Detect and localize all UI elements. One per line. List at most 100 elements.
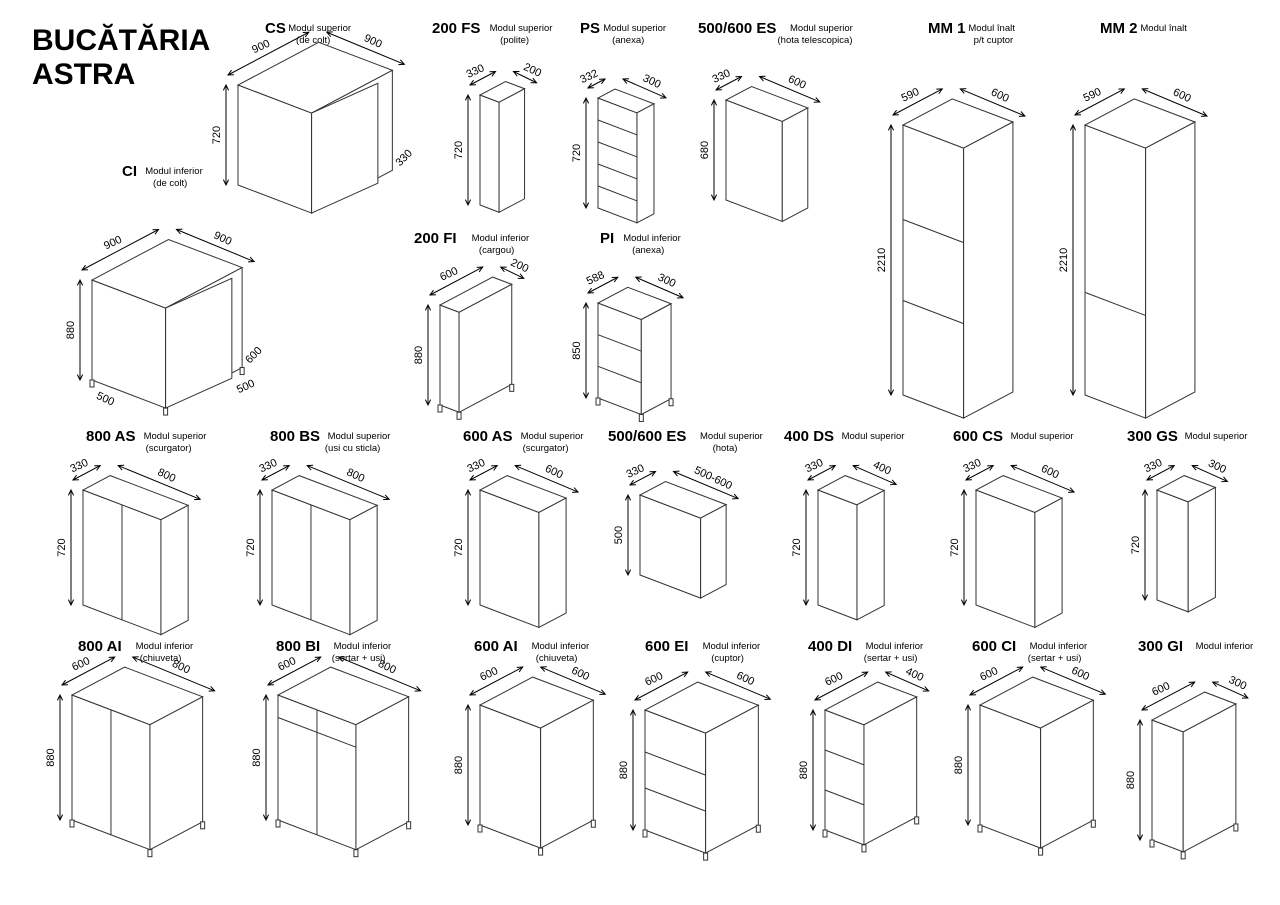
module-code: 600 EI bbox=[645, 638, 688, 655]
cabinet-leg bbox=[595, 397, 601, 406]
cabinet-leg bbox=[477, 824, 483, 833]
cabinet-side bbox=[1040, 699, 1094, 849]
module-variant: (hota telescopica) bbox=[778, 35, 853, 46]
module-code: MM 2 bbox=[1100, 20, 1138, 37]
dim-height-label: 2210 bbox=[1058, 248, 1070, 272]
cabinet-leg bbox=[406, 821, 412, 830]
module-type: Modul inferior bbox=[532, 641, 590, 652]
cabinet-front bbox=[1084, 124, 1147, 419]
dim-height-label: 720 bbox=[211, 126, 223, 144]
dim-width bbox=[1191, 464, 1229, 483]
dim-leg-right-label: 500 bbox=[235, 378, 257, 397]
dim-depth bbox=[891, 88, 944, 116]
cabinet-leg bbox=[437, 404, 443, 413]
cabinet-leg bbox=[755, 824, 761, 833]
module-code: 600 CI bbox=[972, 638, 1016, 655]
shelf bbox=[597, 365, 642, 384]
module-type: Modul superior bbox=[1011, 431, 1074, 442]
dim-height-label: 720 bbox=[1130, 536, 1142, 554]
corner-wing-front bbox=[165, 277, 233, 409]
dim-height-label: 880 bbox=[251, 748, 263, 766]
cabinet-leg bbox=[703, 852, 709, 861]
dim-height bbox=[464, 488, 472, 607]
dim-depth bbox=[226, 31, 310, 76]
cabinet-leg bbox=[275, 819, 281, 828]
shelf bbox=[597, 141, 638, 158]
dim-height-label: 880 bbox=[65, 321, 77, 339]
dim-extra-label: 330 bbox=[394, 147, 415, 168]
shelf bbox=[597, 163, 638, 180]
module-code: 800 BS bbox=[270, 428, 320, 445]
dim-width bbox=[884, 671, 930, 692]
top-drawer-line bbox=[277, 717, 357, 748]
module-code: 500/600 ES bbox=[608, 428, 686, 445]
page-title-line-2: ASTRA bbox=[32, 58, 135, 91]
cabinet-leg bbox=[147, 849, 153, 858]
dim-depth bbox=[468, 465, 499, 481]
dim-width bbox=[1141, 88, 1208, 117]
corner-wing bbox=[165, 277, 233, 409]
dim-width bbox=[512, 70, 538, 84]
shelf bbox=[597, 185, 638, 202]
dim-depth bbox=[586, 276, 619, 294]
dim-depth bbox=[468, 70, 497, 86]
dim-depth bbox=[60, 656, 116, 686]
dim-depth bbox=[964, 465, 995, 481]
oven-bottom bbox=[644, 787, 706, 812]
dim-depth bbox=[586, 78, 607, 89]
dim-width bbox=[325, 31, 406, 66]
dim-width bbox=[131, 656, 216, 692]
cabinet-side bbox=[640, 302, 672, 416]
dim-height bbox=[582, 96, 590, 210]
dim-height-label: 880 bbox=[618, 761, 630, 779]
oven-top bbox=[644, 751, 706, 776]
dim-height-label: 880 bbox=[413, 346, 425, 364]
dim-height-label: 720 bbox=[453, 538, 465, 556]
cabinet-leg bbox=[638, 414, 644, 422]
cabinet-side bbox=[781, 107, 809, 223]
oven-bottom bbox=[902, 300, 964, 325]
module-variant: (de colt) bbox=[153, 178, 187, 189]
module-variant: (sertar + usi) bbox=[864, 653, 918, 664]
dim-height bbox=[960, 488, 968, 607]
module-variant: (sertar + usi) bbox=[1028, 653, 1082, 664]
cabinet-front bbox=[902, 124, 965, 419]
cabinet-leg bbox=[456, 411, 462, 420]
module-code: MM 1 bbox=[928, 20, 966, 37]
dim-width bbox=[175, 228, 256, 263]
module-code: 400 DS bbox=[784, 428, 834, 445]
module-code: CS bbox=[265, 20, 286, 37]
module-type: Modul superior bbox=[288, 23, 351, 34]
cabinet-front bbox=[479, 489, 540, 629]
dim-height bbox=[262, 693, 270, 822]
dim-width bbox=[704, 671, 772, 701]
module-type: Modul inferior bbox=[145, 166, 203, 177]
module-type: Modul inferior bbox=[136, 641, 194, 652]
door-split-horizontal bbox=[1084, 291, 1146, 316]
dim-width bbox=[499, 266, 525, 279]
shelf bbox=[597, 334, 642, 352]
module-code: 800 BI bbox=[276, 638, 320, 655]
dim-height-label: 880 bbox=[45, 748, 57, 766]
module-type: Modul superior bbox=[144, 431, 207, 442]
dim-height bbox=[710, 98, 718, 202]
module-variant: (anexa) bbox=[632, 245, 664, 256]
dim-height bbox=[802, 488, 810, 607]
cabinet-side bbox=[1187, 486, 1216, 613]
cabinet-leg bbox=[1233, 823, 1239, 832]
cabinet-side bbox=[1182, 703, 1237, 853]
dim-height bbox=[464, 93, 472, 207]
module-code: 200 FS bbox=[432, 20, 480, 37]
module-type: Modul inferior bbox=[472, 233, 530, 244]
cabinet-leg bbox=[914, 816, 920, 825]
